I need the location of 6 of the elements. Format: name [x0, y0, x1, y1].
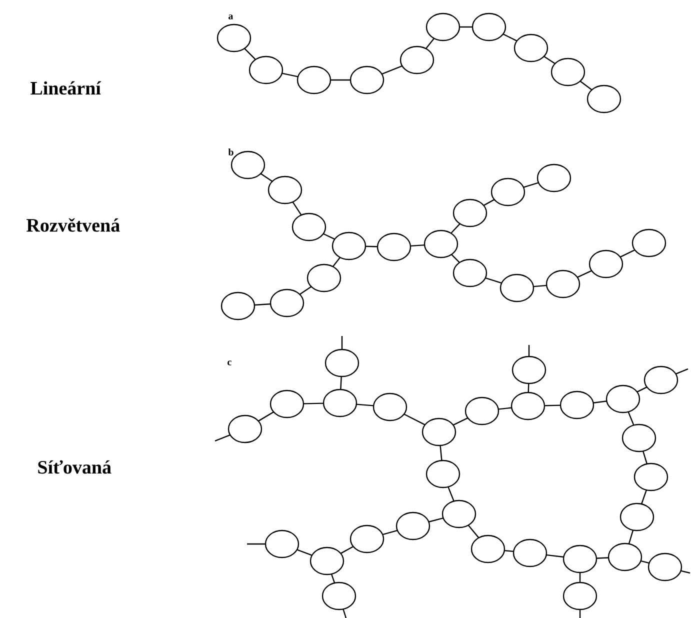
structure-label: Síťovaná: [38, 460, 112, 474]
panel-letter: c: [228, 360, 232, 366]
panel-letter: b: [228, 148, 234, 156]
structure-label: Lineární: [30, 81, 102, 95]
panel-letter: a: [228, 14, 234, 20]
structure-label: Rozvětvená: [26, 218, 120, 232]
